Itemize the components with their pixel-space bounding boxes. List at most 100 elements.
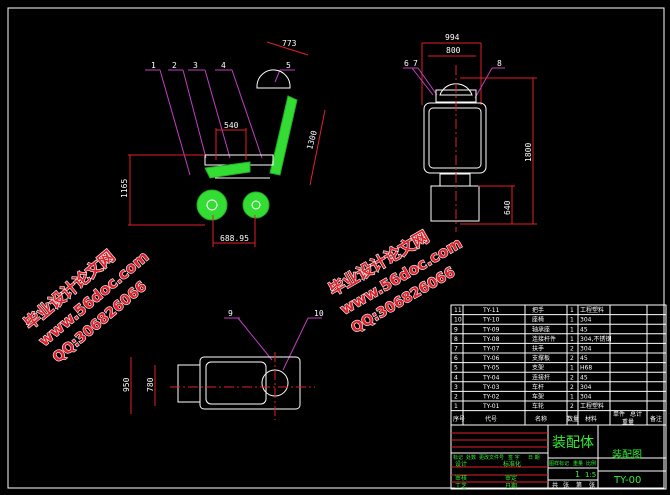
parts-cell-code: TY-07 [482, 346, 500, 353]
axle-block [439, 173, 471, 187]
parts-cell-no: 8 [454, 336, 458, 343]
parts-cell-qty: 1 [570, 317, 574, 324]
parts-header-material: 材料 [585, 415, 597, 423]
rev-date: 日 期 [528, 455, 540, 461]
watermark-left: 毕业设计论文网 www.56doc.com QQ:306826066 [20, 246, 153, 367]
sheet-unit2: 张 [589, 481, 595, 489]
label-standard: 标准化 [503, 460, 521, 468]
parts-cell-material: H68 [580, 365, 592, 372]
parts-cell-no: 4 [454, 374, 458, 381]
parts-header-single: 单件 [613, 410, 625, 418]
parts-cell-material: 304 [580, 394, 592, 401]
balloon-6: 6 [404, 59, 409, 68]
parts-cell-code: TY-09 [482, 326, 500, 333]
parts-cell-no: 9 [454, 326, 458, 333]
dim-773: 773 [282, 39, 297, 48]
front-view: 994 800 6 7 8 1800 640 [403, 33, 537, 232]
label-approve: 审定 [505, 474, 517, 482]
parts-cell-qty: 2 [570, 355, 574, 362]
dim-1300: 1300 [305, 129, 319, 150]
parts-cell-code: TY-05 [482, 365, 500, 372]
title-block-border [450, 424, 667, 490]
parts-cell-material: 45 [580, 326, 588, 333]
dim-994: 994 [445, 33, 460, 42]
dim-773-line [266, 41, 309, 56]
parts-cell-code: TY-04 [482, 374, 500, 381]
label-date: 日期 [505, 482, 517, 490]
label-process: 工艺 [455, 482, 467, 490]
balloon-1: 1 [151, 61, 156, 70]
parts-cell-qty: 1 [570, 365, 574, 372]
weight-label: 重量 [573, 460, 583, 467]
front-hub [251, 200, 261, 210]
leader-8-line [474, 67, 493, 99]
parts-header-no: 序号 [453, 415, 465, 423]
top-view: 9 10 950 780 [122, 309, 324, 420]
dim-780: 780 [146, 377, 155, 392]
parts-cell-name: 支架 [532, 364, 544, 372]
parts-cell-no: 1 [454, 403, 458, 410]
parts-cell-name: 连接杆 [532, 373, 550, 381]
parts-cell-no: 2 [454, 394, 458, 401]
parts-cell-material: 45 [580, 355, 588, 362]
dim-950: 950 [122, 377, 131, 392]
dim-640: 640 [503, 200, 512, 215]
parts-cell-material: 工程塑料 [580, 402, 604, 410]
parts-header-remark: 备注 [650, 415, 662, 423]
parts-cell-name: 轴承座 [532, 325, 550, 333]
frame-highlight [204, 161, 251, 179]
title-block: 标记 处数 更改文件号 签 字 日 期 设计 审核 工艺 标准化 审定 日期 装… [450, 424, 667, 490]
leader-1-line [159, 69, 191, 176]
parts-header-name: 名称 [535, 415, 547, 423]
rev-count: 处数 [466, 454, 476, 461]
leader-10-line [282, 317, 309, 371]
parts-cell-name: 支撑板 [532, 354, 550, 362]
dim-1800: 1800 [524, 143, 533, 162]
parts-cell-qty: 2 [570, 384, 574, 391]
parts-cell-name: 车杆 [532, 383, 544, 391]
parts-cell-material: 工程塑料 [580, 306, 604, 314]
leader-6-line [411, 67, 434, 96]
parts-header-code: 代号 [485, 415, 497, 423]
parts-cell-code: TY-10 [482, 317, 500, 324]
leader-2-line [182, 69, 207, 159]
parts-cell-material: 304 [580, 346, 592, 353]
balloon-8: 8 [497, 59, 502, 68]
balloon-4: 4 [221, 61, 226, 70]
leader-7-line [417, 67, 438, 96]
label-design: 设计 [455, 460, 467, 468]
dim-800: 800 [446, 46, 461, 55]
sheet-unit1: 张 [563, 481, 569, 489]
parts-cell-no: 3 [454, 384, 458, 391]
bucket-shape [256, 69, 291, 89]
arm-highlight [269, 95, 298, 176]
leader-3-line [204, 69, 231, 159]
assembly-name: 装配体 [552, 435, 594, 451]
parts-cell-material: 304,不锈钢 [580, 335, 611, 343]
parts-cell-qty: 2 [570, 374, 574, 381]
parts-header-weight: 重量 [622, 418, 634, 426]
rev-doc: 更改文件号 [479, 454, 504, 461]
top-seat [205, 361, 267, 405]
parts-cell-qty: 2 [570, 346, 574, 353]
parts-cell-qty: 2 [570, 403, 574, 410]
parts-cell-name: 连接杆件 [532, 335, 556, 343]
scale-label: 比例 [586, 460, 596, 467]
rev-sign: 签 字 [508, 454, 520, 461]
leader-5-line [274, 69, 281, 83]
parts-cell-qty: 1 [570, 307, 574, 314]
side-view: 1 2 3 4 5 540 1165 688.95 773 1300 [120, 39, 326, 247]
dim-1165: 1165 [120, 179, 129, 198]
rear-wheel [196, 189, 228, 221]
balloon-2: 2 [172, 61, 177, 70]
parts-cell-code: TY-08 [482, 336, 500, 343]
parts-cell-no: 6 [454, 355, 458, 362]
parts-cell-code: TY-02 [482, 394, 500, 401]
parts-cell-qty: 1 [570, 336, 574, 343]
lower-box [430, 185, 480, 222]
parts-cell-code: TY-11 [482, 307, 500, 314]
parts-cell-code: TY-01 [482, 403, 500, 410]
